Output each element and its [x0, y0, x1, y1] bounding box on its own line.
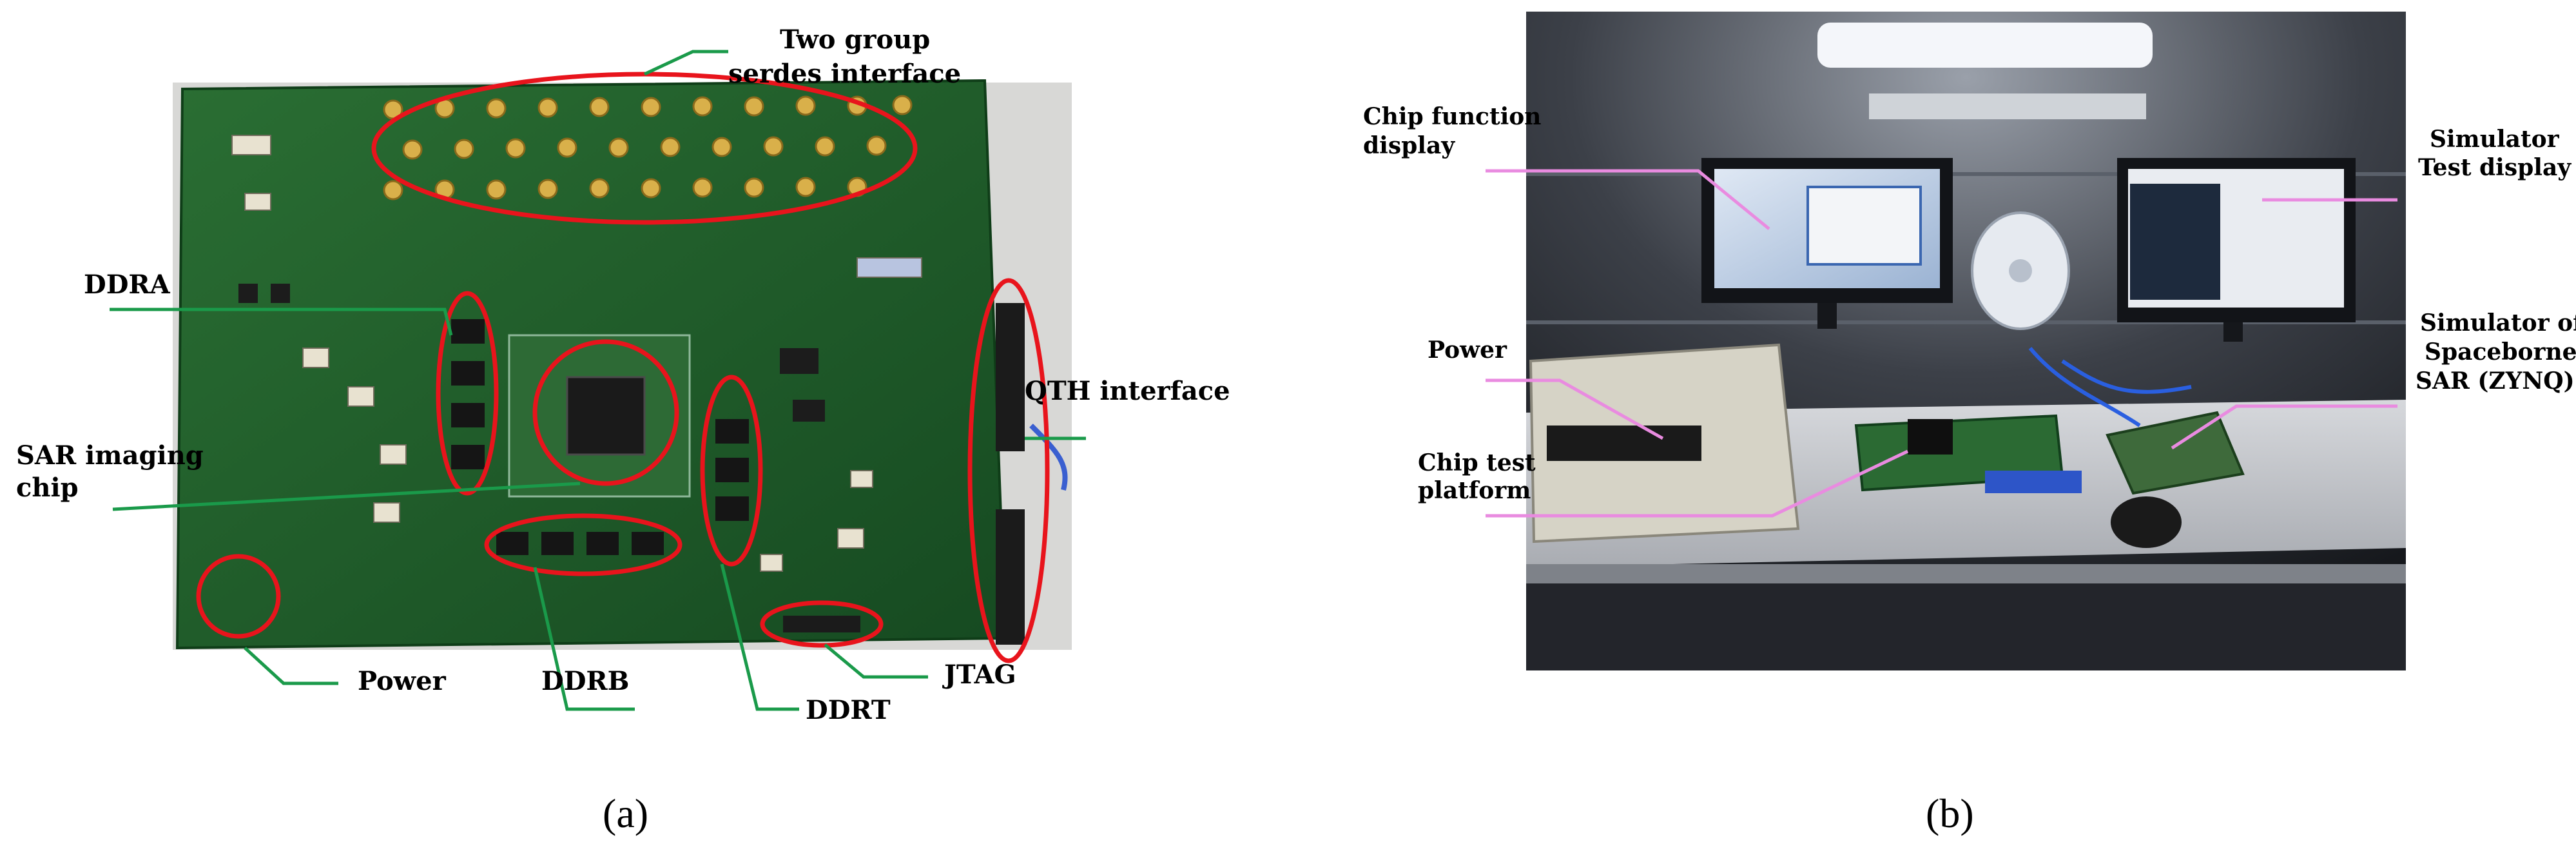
- label-chip-function-display-line2: display: [1363, 132, 1455, 159]
- label-simulator-test-display-line1: Simulator: [2430, 126, 2560, 153]
- label-chip-test-platform-line1: Chip test: [1418, 449, 1536, 476]
- label-qth: QTH interface: [1025, 376, 1230, 406]
- leader-simulator-sar: [2171, 404, 2397, 450]
- monitor-left-stand: [1817, 303, 1837, 329]
- highlight-sar-chip: [532, 339, 679, 486]
- label-jtag: JTAG: [942, 660, 1016, 690]
- highlight-ddrt: [700, 375, 763, 567]
- monitor-right-stand: [2223, 322, 2243, 342]
- leader-lines-a: [110, 50, 1086, 711]
- leader-chip-function-display: [1486, 169, 1770, 230]
- label-simulator-test-display-line2: Test display: [2418, 154, 2571, 181]
- cables: [2028, 347, 2192, 427]
- leader-power-b: [1486, 378, 1664, 440]
- highlight-power: [196, 554, 281, 639]
- ddrb-chips: [496, 532, 664, 555]
- ceiling-light-fixture: [1869, 93, 2146, 119]
- label-sar-chip-line2: chip: [16, 473, 79, 503]
- leader-ddrb: [533, 567, 635, 711]
- bench-under: [1526, 583, 2406, 670]
- power-supply-display: [1547, 426, 1701, 461]
- caption-a: (a): [603, 790, 648, 836]
- highlight-ddra: [436, 291, 499, 496]
- leader-power: [244, 647, 338, 685]
- caption-b: (b): [1926, 790, 1974, 836]
- figure-a: Two group serdes interface DDRA SAR imag…: [16, 24, 1230, 836]
- label-simulator-sar-line3: SAR (ZYNQ): [2416, 367, 2575, 395]
- label-power-b: Power: [1428, 337, 1507, 364]
- leader-serdes: [643, 50, 728, 76]
- highlight-qth: [967, 278, 1050, 663]
- label-ddrt: DDRT: [806, 695, 891, 725]
- leader-chip-test-platform: [1486, 449, 1909, 518]
- chip-socket: [508, 334, 691, 498]
- qth-connector-bottom: [996, 509, 1025, 645]
- board-components: [231, 135, 922, 572]
- chip-test-board-socket: [1908, 419, 1953, 455]
- monitor-right-terminal: [2130, 184, 2220, 300]
- highlight-ddrb: [484, 513, 683, 576]
- mouse: [2111, 496, 2182, 548]
- label-power-a: Power: [358, 666, 447, 696]
- leader-lines-b: [1486, 169, 2397, 518]
- label-chip-function-display-line1: Chip function: [1363, 103, 1541, 130]
- ddra-chips: [451, 319, 485, 469]
- ceiling-light: [1817, 23, 2153, 68]
- label-chip-test-platform-line2: platform: [1418, 477, 1531, 504]
- highlight-jtag: [760, 600, 884, 648]
- bench-edge: [1526, 564, 2406, 583]
- serdes-row-2: [402, 135, 887, 160]
- zynq-board: [2106, 411, 2245, 495]
- blue-module: [1985, 471, 2082, 493]
- leader-jtag: [824, 643, 928, 679]
- figure-b: Chip function display Power Chip test pl…: [1363, 12, 2576, 836]
- label-ddra: DDRA: [84, 269, 171, 300]
- label-serdes-line2: serdes interface: [728, 59, 961, 89]
- desk-fan-hub: [2009, 259, 2032, 282]
- qth-connector-top: [996, 303, 1025, 451]
- leader-ddra: [110, 308, 453, 336]
- monitor-left-window: [1806, 186, 1922, 266]
- ddrt-chips: [715, 419, 749, 521]
- label-ddrb: DDRB: [541, 666, 629, 696]
- label-simulator-sar-line2: Spaceborne: [2425, 338, 2576, 366]
- qth-cable: [1029, 424, 1068, 491]
- label-simulator-sar-line1: Simulator of: [2420, 309, 2576, 337]
- label-sar-chip-line1: SAR imaging: [16, 440, 204, 471]
- label-serdes-line1: Two group: [780, 24, 930, 55]
- sar-imaging-chip-body: [566, 376, 646, 456]
- jtag-header: [783, 616, 860, 632]
- leader-ddrt: [720, 563, 799, 711]
- leader-sar-chip: [112, 482, 581, 511]
- ic-chips: [238, 284, 825, 422]
